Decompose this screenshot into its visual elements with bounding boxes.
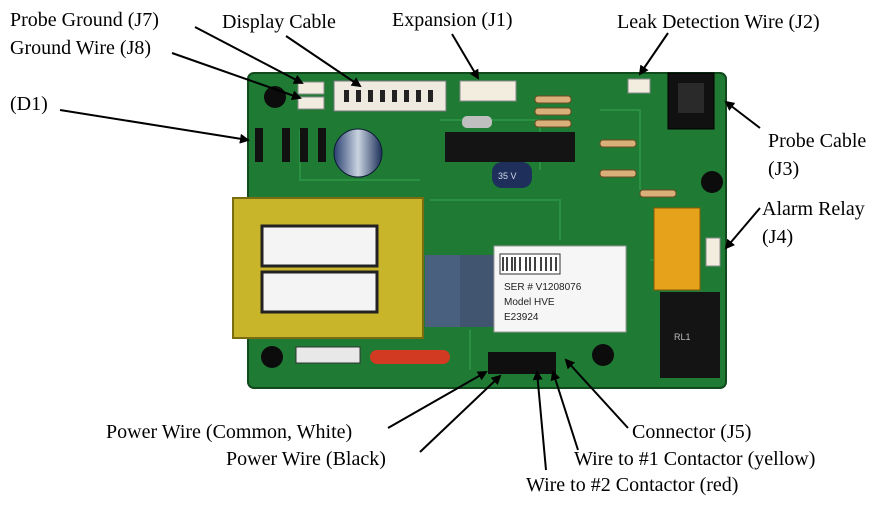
film-capacitor bbox=[460, 255, 496, 327]
label-wire-contactor-1: Wire to #1 Contactor (yellow) bbox=[574, 448, 816, 470]
label-probe-ground: Probe Ground (J7) bbox=[10, 9, 159, 31]
relay-label: RL1 bbox=[674, 332, 691, 342]
sticker-code: E23924 bbox=[504, 312, 539, 323]
mounting-hole bbox=[592, 344, 614, 366]
callout-arrows bbox=[59, 26, 761, 471]
expansion-connector-j1 bbox=[459, 80, 517, 102]
label-probe-cable-id: (J3) bbox=[768, 158, 800, 180]
header-pins bbox=[344, 90, 433, 102]
mounting-hole bbox=[261, 346, 283, 368]
crystal bbox=[462, 116, 492, 128]
transformer bbox=[232, 197, 424, 339]
relay-black bbox=[660, 292, 720, 378]
sticker-model: Model HVE bbox=[504, 297, 555, 308]
connector-j8 bbox=[297, 96, 325, 110]
label-connector-j5: Connector (J5) bbox=[632, 421, 752, 443]
connector-j5 bbox=[488, 352, 556, 374]
label-ground-wire: Ground Wire (J8) bbox=[10, 37, 152, 59]
connector-j7 bbox=[297, 81, 325, 95]
electrolytic-capacitor bbox=[333, 128, 383, 178]
label-display-cable: Display Cable bbox=[222, 11, 336, 33]
red-fuse bbox=[370, 350, 450, 364]
sticker-serial: SER # V1208076 bbox=[504, 282, 582, 293]
capacitor-marking: 35 V bbox=[498, 171, 517, 181]
diode-d1-group bbox=[255, 128, 326, 162]
label-leak-detection: Leak Detection Wire (J2) bbox=[617, 11, 820, 33]
alarm-relay-connector-j4 bbox=[705, 237, 721, 267]
label-expansion: Expansion (J1) bbox=[392, 9, 513, 31]
mounting-hole bbox=[701, 171, 723, 193]
label-power-common: Power Wire (Common, White) bbox=[106, 421, 353, 443]
label-alarm-relay: Alarm Relay bbox=[762, 198, 865, 220]
pad-strip-j6 bbox=[295, 346, 361, 364]
label-probe-cable: Probe Cable bbox=[768, 130, 867, 152]
microcontroller-chip bbox=[445, 132, 575, 162]
label-wire-contactor-2: Wire to #2 Contactor (red) bbox=[526, 474, 739, 496]
film-capacitor bbox=[425, 255, 461, 327]
label-power-black: Power Wire (Black) bbox=[226, 448, 386, 470]
leak-detection-connector-j2 bbox=[627, 78, 651, 94]
relay-yellow bbox=[653, 207, 701, 291]
resistor-array bbox=[534, 95, 677, 198]
label-d1: (D1) bbox=[10, 93, 48, 115]
model-sticker: SER # V1208076 Model HVE E23924 bbox=[493, 245, 627, 333]
small-capacitor bbox=[492, 162, 532, 188]
label-alarm-relay-id: (J4) bbox=[762, 226, 794, 248]
